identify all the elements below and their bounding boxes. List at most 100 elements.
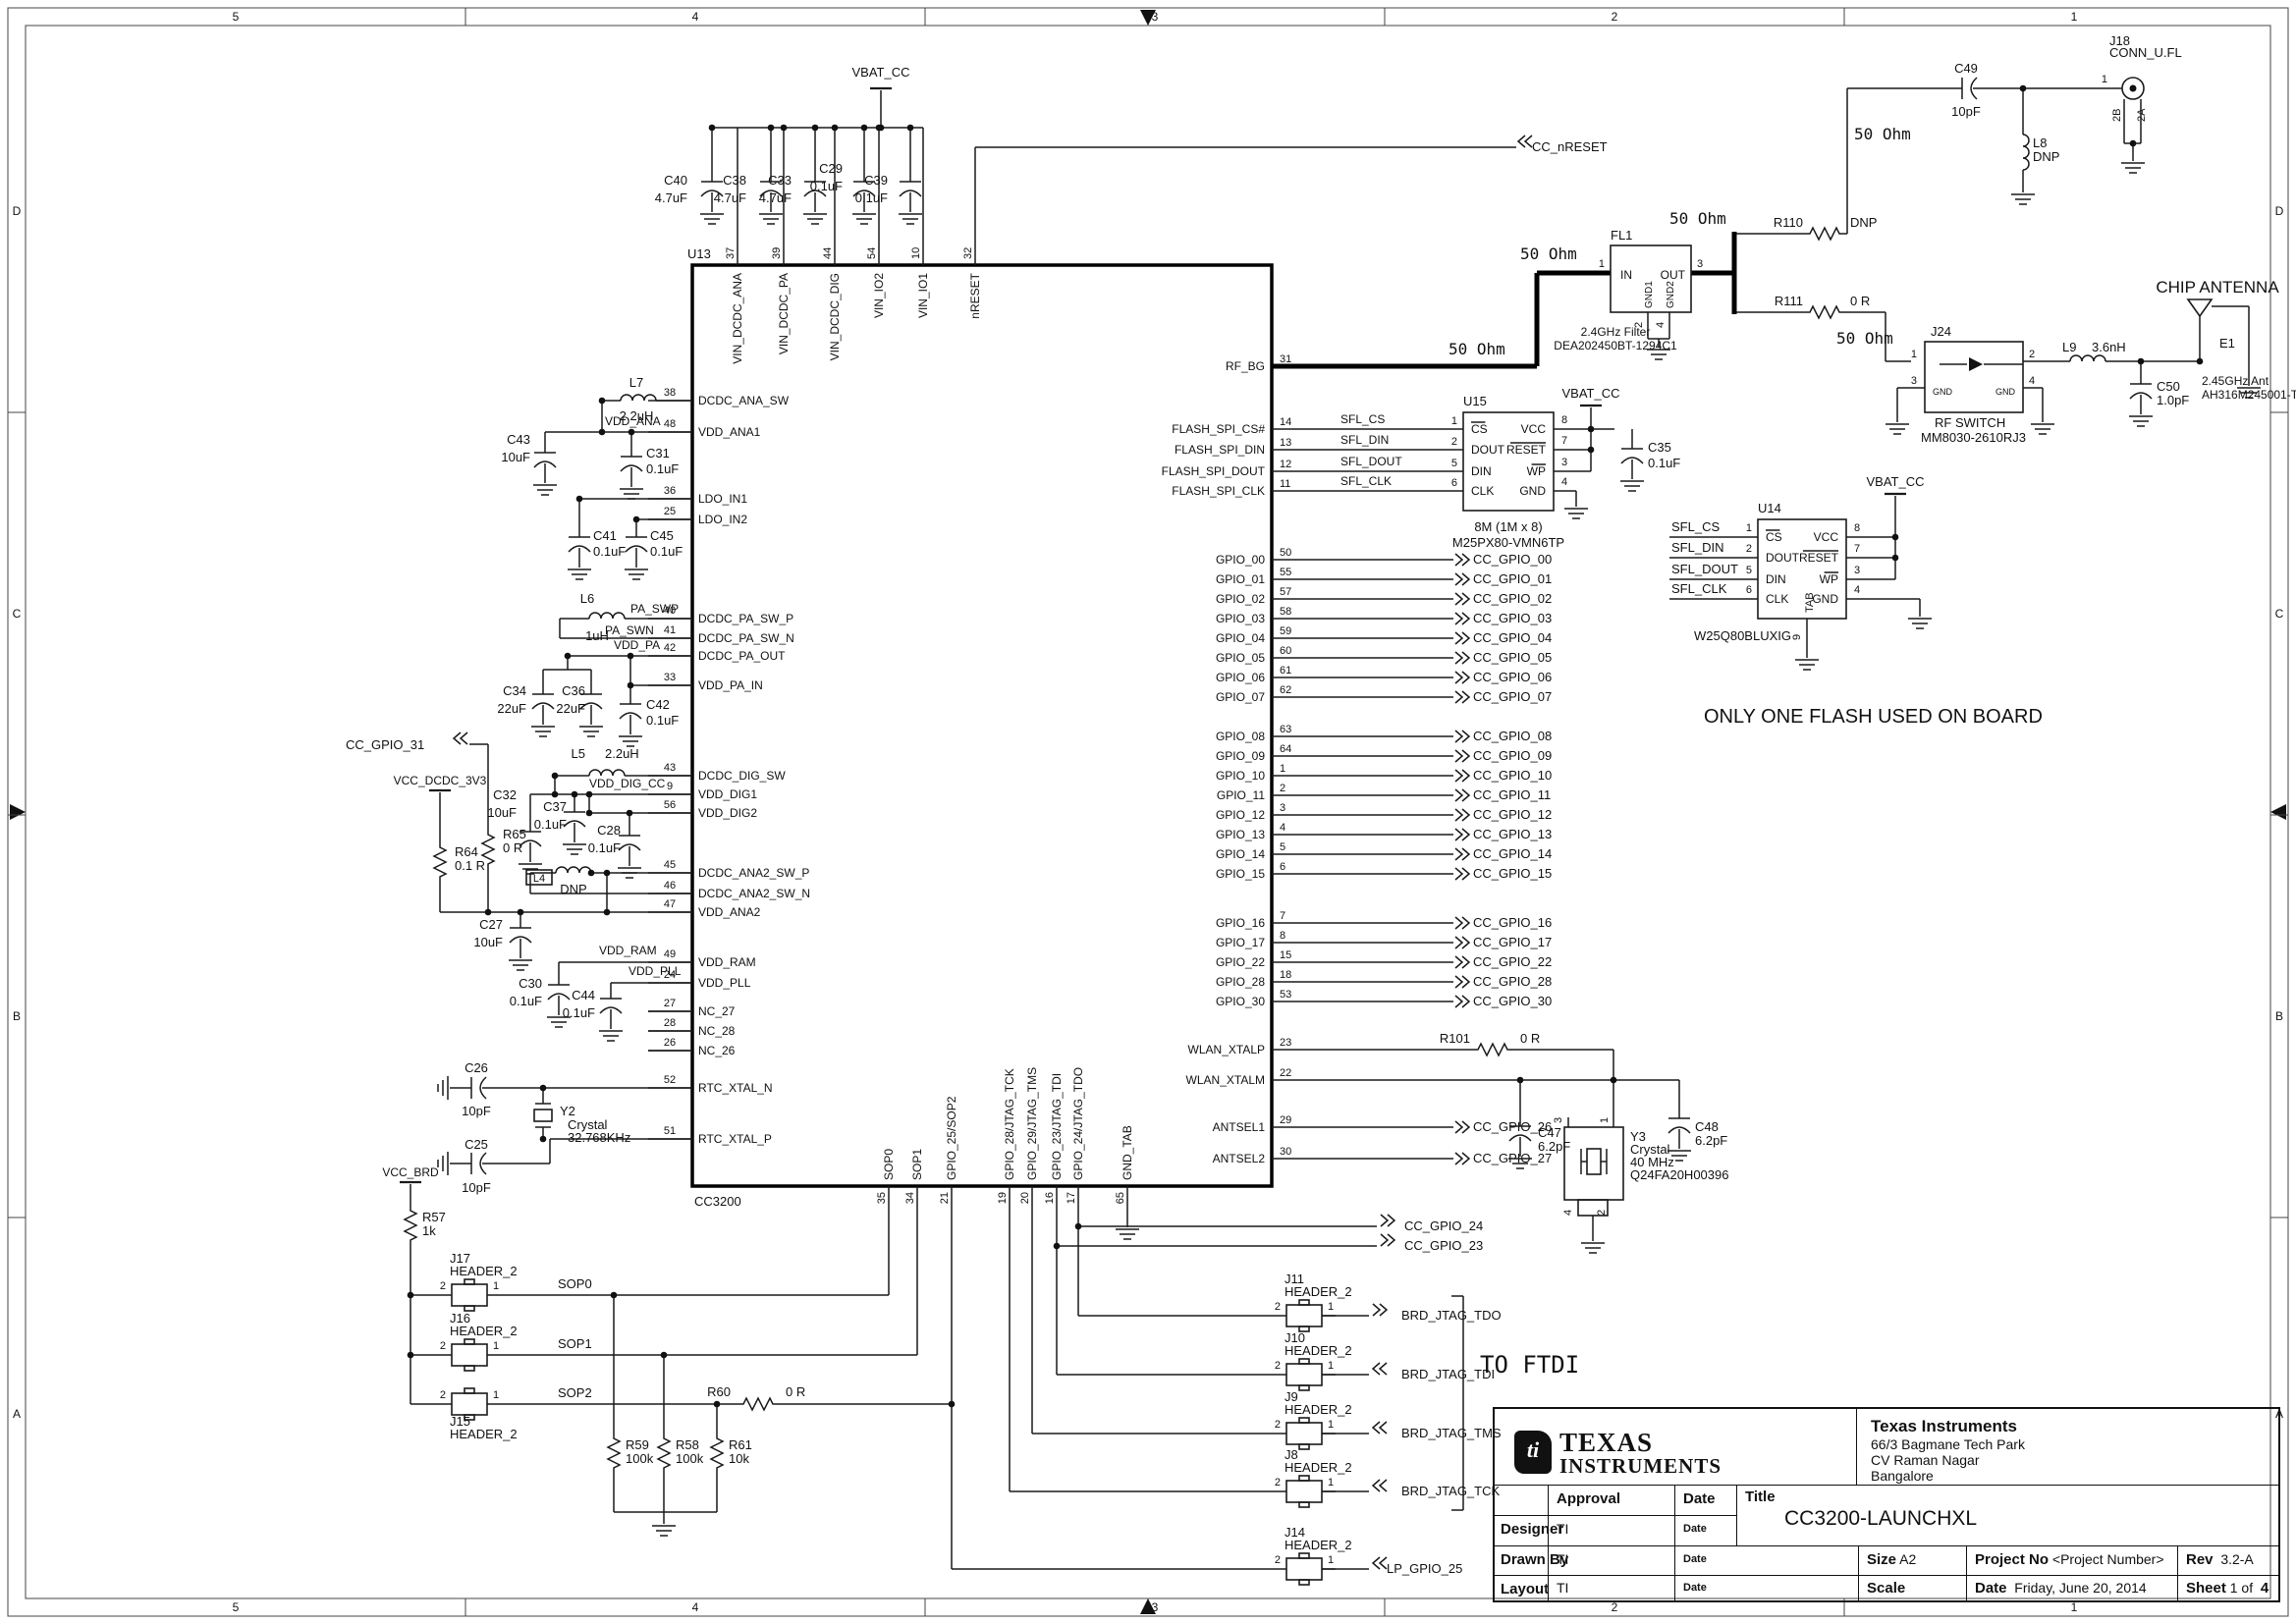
junction-dot [713,1400,721,1408]
net-label: CC_GPIO_01 [1473,571,1552,586]
part-name: HEADER_2 [450,1427,518,1441]
capacitor-icon [620,443,643,480]
layout-date-label: Date [1683,1582,1707,1594]
pin-name: GPIO_23/JTAG_TDI [1050,1073,1064,1180]
net-or-part-label: M25PX80-VMN6TP [1452,535,1564,550]
net-label: CC_GPIO_14 [1473,846,1552,861]
rev-value: 3.2-A [2220,1551,2254,1567]
ground-icon [624,568,649,580]
pin-name: ANTSEL2 [1213,1152,1266,1165]
ref-des: J16 [450,1311,470,1326]
net-label: CC_GPIO_03 [1473,611,1552,625]
pin-name: GPIO_25/SOP2 [945,1096,958,1180]
junction-dot [585,790,593,798]
pin-name: DOUT [1471,443,1505,457]
pin-number: 46 [664,880,676,892]
net-or-part-label: 1 [1599,1117,1611,1123]
net-or-part-label: 22uF [497,701,526,716]
pin-name: VIN_DCDC_ANA [731,273,744,364]
ground-icon [578,726,604,737]
pin-name: FLASH_SPI_CLK [1172,484,1265,498]
pin-number: 52 [664,1074,676,1086]
junction-dot [767,124,775,132]
ind-l5-icon [588,769,626,777]
layout-value: TI [1548,1575,1674,1602]
drawnby-value: TI [1548,1545,1674,1575]
pin-name: WLAN_XTALM [1186,1073,1265,1087]
cc-nreset-chevron-icon [1517,135,1533,148]
net-or-part-label: 3 [1561,457,1567,468]
net-or-part-label: SOP2 [558,1385,592,1400]
net-or-part-label: R111 [1775,294,1803,308]
pin-name: DIN [1766,572,1786,586]
pin-name: DCDC_ANA_SW [698,394,790,407]
ground-icon [508,959,533,971]
net-or-part-label: 0 R [1520,1031,1540,1046]
net-label: CC_GPIO_12 [1473,807,1552,822]
net-label: CC_GPIO_16 [1473,915,1552,930]
ground-icon [562,843,587,855]
pin-name: VDD_DIG2 [698,806,757,820]
capacitor-icon [531,680,555,718]
net-or-part-label: C39 [864,173,888,188]
net-or-part-label: 2.45GHz Ant [2202,374,2269,388]
part-name: HEADER_2 [450,1264,518,1278]
net-or-part-label: 0.1 R [455,858,485,873]
drawnby-date-label: Date [1683,1553,1707,1565]
sheet-total: 4 [2260,1580,2269,1597]
pin-number: 2 [440,1340,446,1352]
net-label: SFL_DOUT [1340,455,1402,468]
pin-name: GPIO_09 [1216,749,1265,763]
company-addr1: 66/3 Bagmane Tech Park [1871,1436,2025,1452]
net-label: CC_GPIO_04 [1473,630,1552,645]
pin-number: 11 [1280,478,1290,490]
pin-number: 1 [1451,415,1457,427]
pin-name: GPIO_13 [1216,828,1265,841]
pin-number: 63 [1280,724,1291,735]
net-or-part-label: ONLY ONE FLASH USED ON BOARD [1704,706,2043,728]
net-chevron-icon [1454,749,1470,763]
net-or-part-label: C32 [493,787,517,802]
capacitor-icon [1620,435,1644,472]
pin-number: 20 [1019,1192,1031,1204]
pin-name: LDO_IN2 [698,513,747,526]
net-or-part-label: 2 [2029,349,2035,360]
cap-c49-icon [1948,77,1986,100]
approval-label: Approval [1557,1490,1621,1507]
net-or-part-label: 10uF [473,935,503,949]
pin-number: 6 [1451,477,1457,489]
net-or-part-label: Y2 [560,1104,575,1118]
net-or-part-label: GND1 [1644,281,1655,308]
net-or-part-label: IN [1620,268,1632,282]
net-or-part-label: 8M (1M x 8) [1474,519,1542,534]
zone-row-label: D [2275,204,2284,218]
net-or-part-label: C44 [572,988,595,1002]
cap-c25-icon [458,1152,495,1175]
junction-dot [1891,533,1899,541]
net-or-part-label: 2 [1596,1210,1608,1216]
net-or-part-label: 2B [2111,109,2123,122]
junction-dot [1587,446,1595,454]
pin-name: CLK [1766,592,1788,606]
net-or-part-label: C41 [593,528,617,543]
net-or-part-label: PA_SWN [605,623,654,637]
net-or-part-label: 50 Ohm [1836,329,1893,348]
junction-dot [1516,1076,1524,1084]
net-or-part-label: R61 [729,1437,752,1452]
net-or-part-label: LP_GPIO_25 [1387,1561,1462,1576]
net-label: SFL_DIN [1340,433,1389,447]
net-or-part-label: R65 [503,827,526,841]
net-or-part-label: C30 [519,976,542,991]
net-or-part-label: C43 [507,432,530,447]
capacitor-icon [618,822,641,859]
rf-switch-j24-body [1924,341,2024,413]
pin-name: GPIO_00 [1216,553,1265,567]
junction-dot [598,397,606,405]
brd-jtag-tdo-chevron-icon [1372,1303,1388,1317]
res-r101-icon [1472,1043,1513,1056]
net-or-part-label: 7 [1854,543,1860,555]
right-center-arrow-icon [2270,804,2286,820]
